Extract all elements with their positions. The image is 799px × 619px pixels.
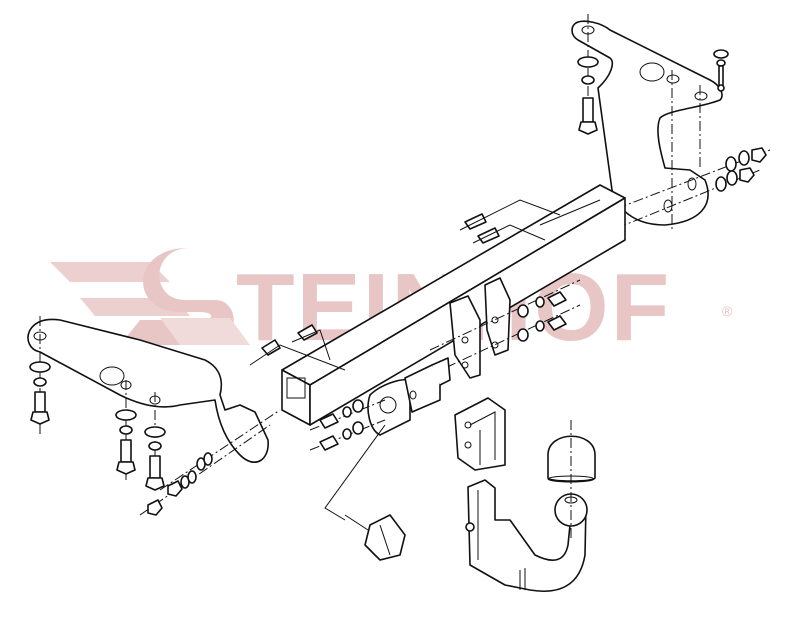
left-mounting-bracket xyxy=(27,316,269,490)
beam-bolts-right xyxy=(429,279,581,376)
washer-nut-set-left xyxy=(139,409,281,516)
socket-plate xyxy=(367,357,451,436)
registered-mark: ® xyxy=(722,303,733,319)
bolt-stack-left-2 xyxy=(115,409,137,475)
beam-side-plates xyxy=(449,277,511,379)
beam-bolts-left xyxy=(249,324,346,371)
tow-ball-holder xyxy=(454,397,506,471)
electrical-socket xyxy=(324,424,406,561)
ball-cover-cap xyxy=(547,420,596,540)
bolt-stack-top-right-2 xyxy=(713,49,729,92)
bolt-stack-left-1 xyxy=(29,361,51,425)
bolt-stack-left-3 xyxy=(144,426,166,491)
steinhof-logo-icon xyxy=(50,248,250,345)
socket-plate-bolts xyxy=(309,399,386,451)
washer-nut-set-right xyxy=(599,147,771,236)
bolt-stack-top-right-1 xyxy=(577,56,599,135)
beam-bolts-top xyxy=(459,199,561,244)
